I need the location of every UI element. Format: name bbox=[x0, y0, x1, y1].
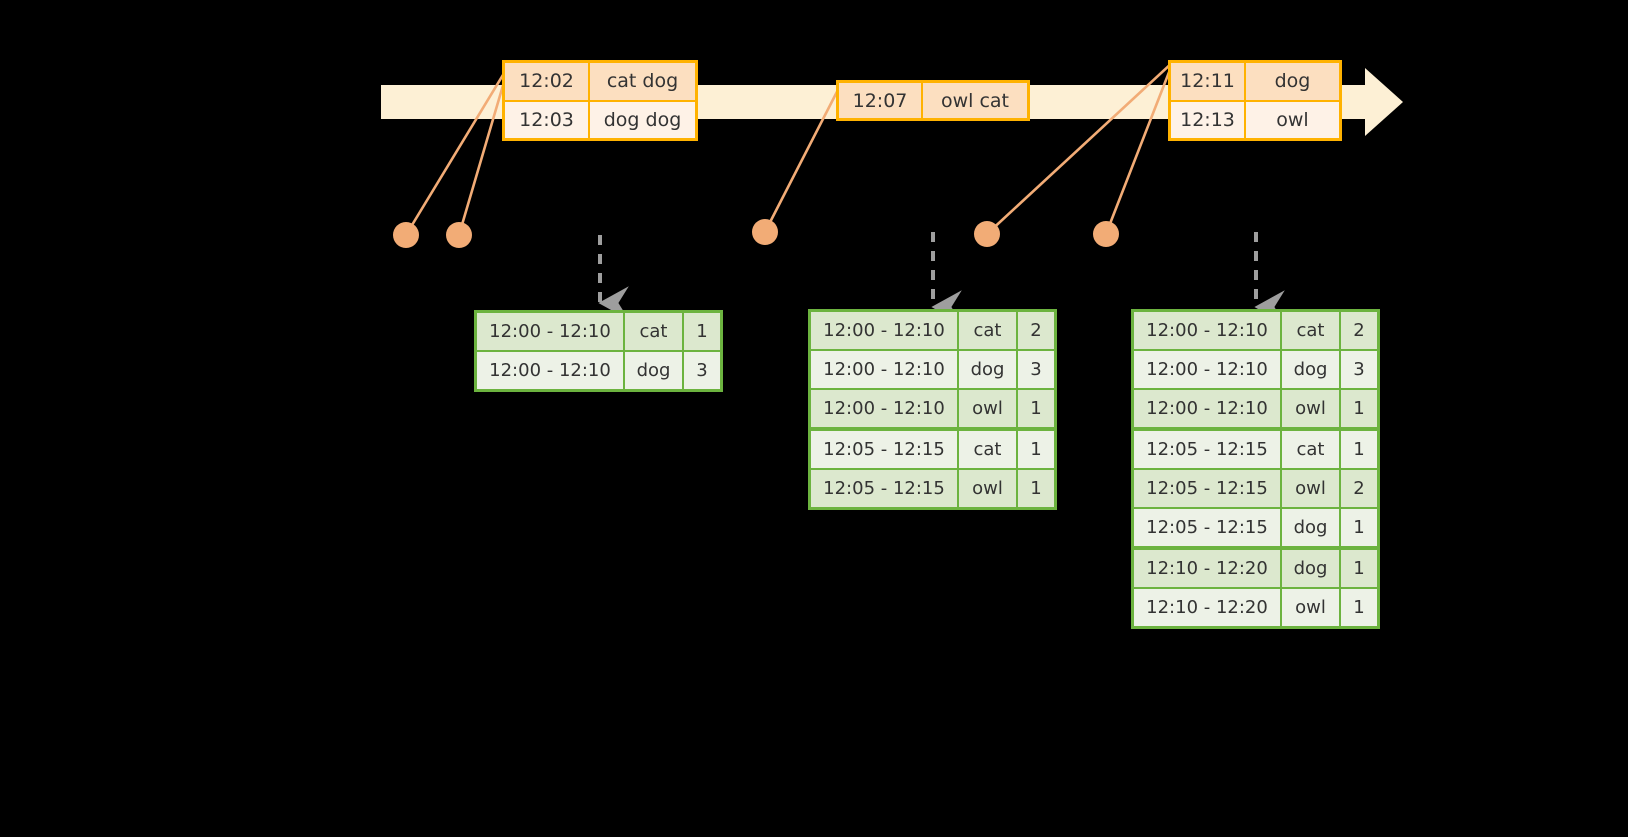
cell-count: 3 bbox=[1018, 351, 1054, 388]
cell-key: dog bbox=[1282, 550, 1341, 587]
stream-dot-4 bbox=[974, 221, 1000, 247]
event-value: dog bbox=[1246, 63, 1339, 100]
cell-count: 1 bbox=[1341, 509, 1377, 546]
cell-count: 1 bbox=[1341, 550, 1377, 587]
cell-window: 12:00 - 12:10 bbox=[811, 312, 959, 349]
event-time: 12:02 bbox=[505, 63, 590, 100]
event-value: dog dog bbox=[590, 101, 695, 138]
cell-key: cat bbox=[625, 313, 684, 350]
event-box-1[interactable]: 12:02 cat dog 12:03 dog dog bbox=[502, 60, 698, 141]
event-value: cat dog bbox=[590, 63, 695, 100]
event-row[interactable]: 12:03 dog dog bbox=[505, 99, 695, 138]
cell-window: 12:10 - 12:20 bbox=[1134, 550, 1282, 587]
event-row[interactable]: 12:11 dog bbox=[1171, 63, 1339, 100]
cell-key: cat bbox=[1282, 312, 1341, 349]
cell-key: cat bbox=[959, 431, 1018, 468]
cell-key: owl bbox=[959, 390, 1018, 427]
cell-count: 2 bbox=[1018, 312, 1054, 349]
cell-key: dog bbox=[1282, 351, 1341, 388]
event-value: owl bbox=[1246, 101, 1339, 138]
connector-line-5 bbox=[1104, 60, 1175, 236]
cell-window: 12:00 - 12:10 bbox=[811, 351, 959, 388]
cell-key: dog bbox=[625, 352, 684, 389]
event-box-2[interactable]: 12:07 owl cat bbox=[836, 80, 1030, 121]
cell-key: owl bbox=[1282, 390, 1341, 427]
cell-key: owl bbox=[1282, 470, 1341, 507]
stream-dot-2 bbox=[446, 222, 472, 248]
event-row[interactable]: 12:13 owl bbox=[1171, 99, 1339, 138]
cell-key: dog bbox=[959, 351, 1018, 388]
cell-key: cat bbox=[959, 312, 1018, 349]
cell-window: 12:00 - 12:10 bbox=[477, 352, 625, 389]
cell-key: cat bbox=[1282, 431, 1341, 468]
cell-key: dog bbox=[1282, 509, 1341, 546]
cell-count: 3 bbox=[684, 352, 720, 389]
cell-window: 12:10 - 12:20 bbox=[1134, 589, 1282, 626]
stream-dots bbox=[393, 219, 1119, 248]
down-arrows bbox=[598, 232, 1285, 324]
cell-window: 12:00 - 12:10 bbox=[811, 390, 959, 427]
stream-dot-3 bbox=[752, 219, 778, 245]
event-time: 12:03 bbox=[505, 101, 590, 138]
cell-window: 12:05 - 12:15 bbox=[811, 470, 959, 507]
cell-count: 1 bbox=[1341, 431, 1377, 468]
event-time: 12:07 bbox=[839, 83, 923, 118]
cell-count: 1 bbox=[1341, 390, 1377, 427]
cell-window: 12:00 - 12:10 bbox=[1134, 312, 1282, 349]
cell-count: 1 bbox=[1341, 589, 1377, 626]
cell-count: 2 bbox=[1341, 312, 1377, 349]
cell-window: 12:05 - 12:15 bbox=[811, 431, 959, 468]
cell-count: 1 bbox=[1018, 470, 1054, 507]
cell-count: 1 bbox=[1018, 390, 1054, 427]
cell-window: 12:00 - 12:10 bbox=[477, 313, 625, 350]
cell-window: 12:00 - 12:10 bbox=[1134, 351, 1282, 388]
event-box-3[interactable]: 12:11 dog 12:13 owl bbox=[1168, 60, 1342, 141]
stream-dot-5 bbox=[1093, 221, 1119, 247]
cell-count: 2 bbox=[1341, 470, 1377, 507]
cell-window: 12:05 - 12:15 bbox=[1134, 470, 1282, 507]
event-row[interactable]: 12:02 cat dog bbox=[505, 63, 695, 100]
cell-count: 3 bbox=[1341, 351, 1377, 388]
cell-key: owl bbox=[959, 470, 1018, 507]
event-row[interactable]: 12:07 owl cat bbox=[839, 83, 1027, 118]
connector-line-1 bbox=[404, 63, 511, 237]
connector-line-3 bbox=[763, 80, 844, 234]
cell-window: 12:05 - 12:15 bbox=[1134, 431, 1282, 468]
event-time: 12:13 bbox=[1171, 101, 1246, 138]
cell-key: owl bbox=[1282, 589, 1341, 626]
stream-dot-1 bbox=[393, 222, 419, 248]
cell-count: 1 bbox=[1018, 431, 1054, 468]
event-time: 12:11 bbox=[1171, 63, 1246, 100]
cell-count: 1 bbox=[684, 313, 720, 350]
event-value: owl cat bbox=[923, 83, 1027, 118]
cell-window: 12:05 - 12:15 bbox=[1134, 509, 1282, 546]
cell-window: 12:00 - 12:10 bbox=[1134, 390, 1282, 427]
